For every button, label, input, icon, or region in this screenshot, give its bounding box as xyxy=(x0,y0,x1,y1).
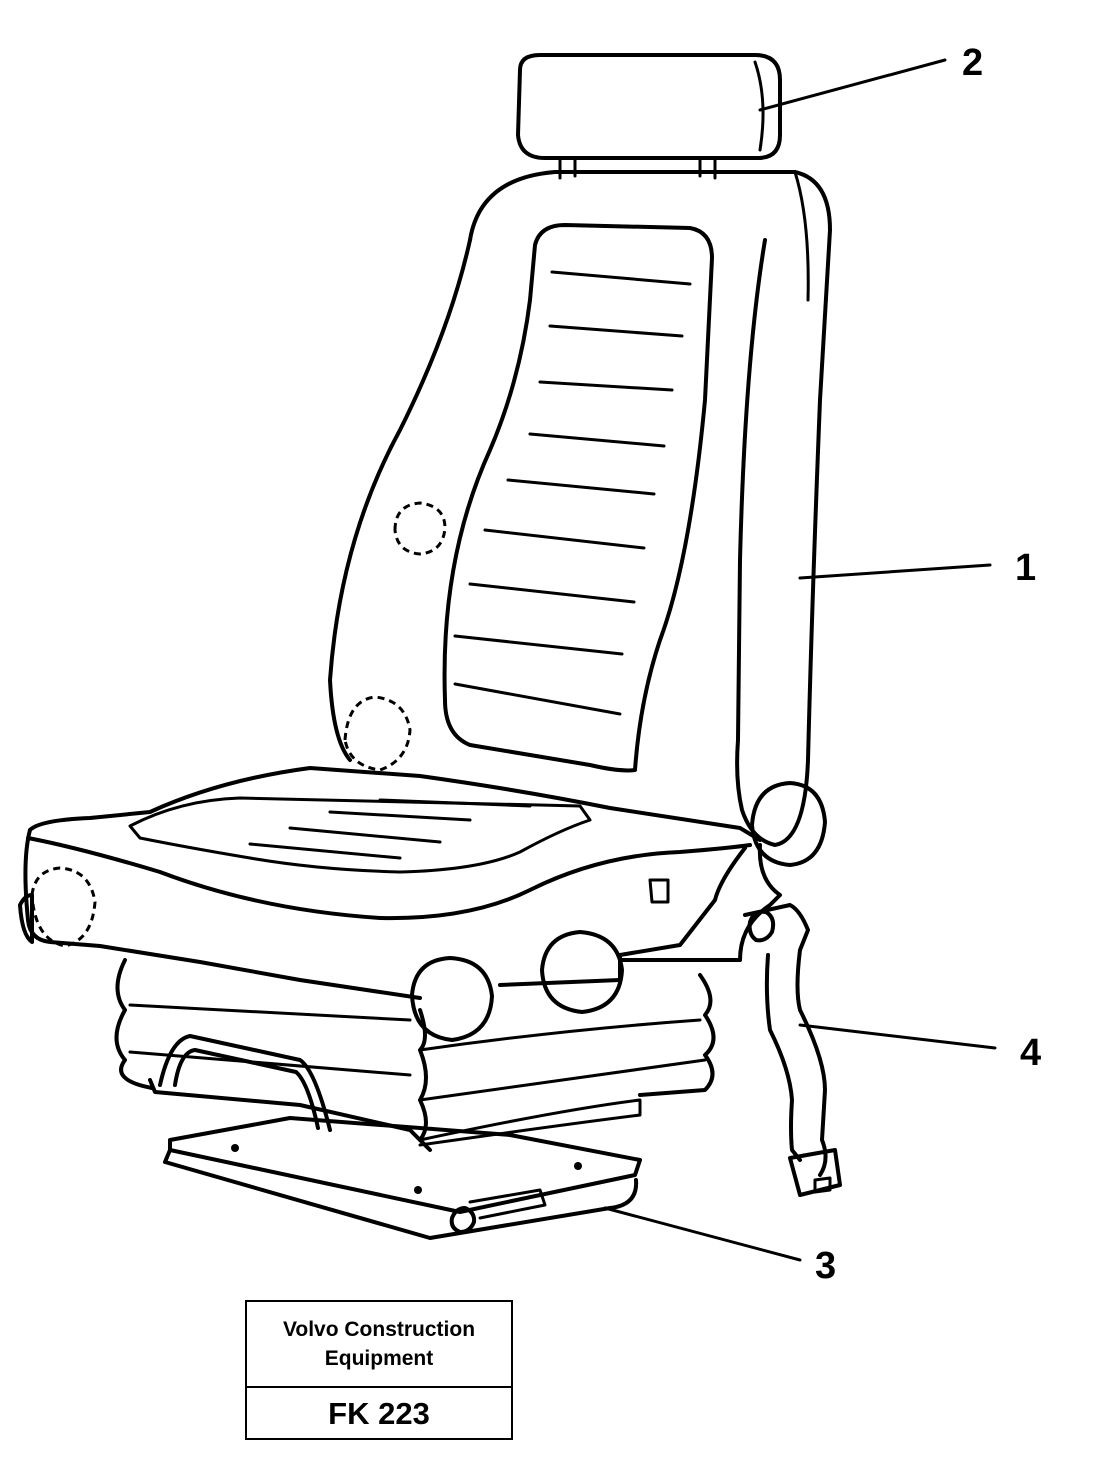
callout-4: 4 xyxy=(1020,1032,1041,1074)
callout-1: 1 xyxy=(1015,547,1036,589)
figure-code: FK 223 xyxy=(328,1396,430,1431)
slide-rails xyxy=(163,1116,642,1240)
company-line-1: Volvo Construction xyxy=(282,1318,476,1341)
callout-2: 2 xyxy=(962,42,983,84)
headrest xyxy=(516,53,782,180)
title-block: Volvo Construction Equipment FK 223 xyxy=(245,1300,513,1440)
callout-3: 3 xyxy=(815,1245,836,1287)
leader-lines xyxy=(603,58,997,1262)
suspension xyxy=(114,958,716,1152)
seat-cushion xyxy=(18,766,827,1042)
company-line-2: Equipment xyxy=(324,1347,434,1370)
backrest xyxy=(328,170,832,847)
company-name: Volvo Construction Equipment xyxy=(247,1302,511,1388)
seat-belt xyxy=(743,903,842,1197)
